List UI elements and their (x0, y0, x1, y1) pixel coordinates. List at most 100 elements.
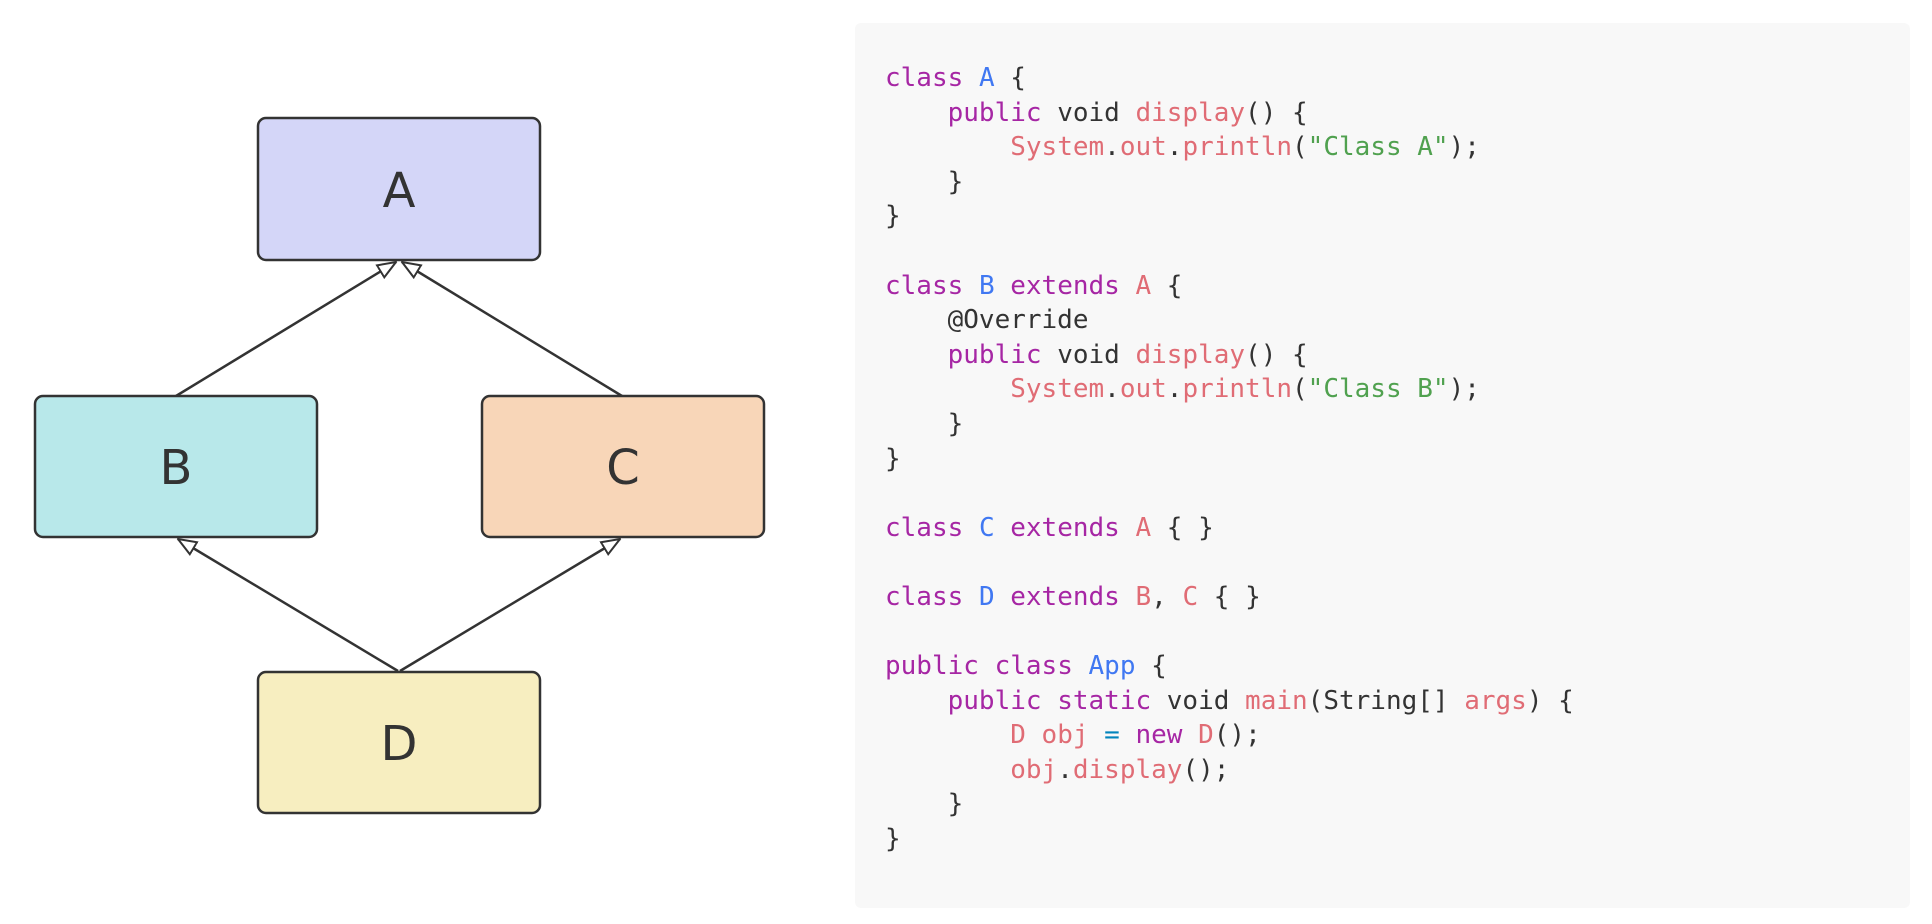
code-line: } (885, 442, 1910, 477)
code-token: (String[] (1307, 685, 1465, 716)
code-line: } (885, 822, 1910, 857)
code-token: A (978, 63, 995, 93)
code-token: "Class A" (1307, 132, 1449, 163)
class-node-a-box (256, 116, 542, 262)
code-token (1120, 582, 1136, 612)
code-token: class (994, 651, 1073, 682)
class-node-b-label: B (160, 440, 193, 496)
code-token: . (1057, 754, 1073, 785)
code-token (963, 513, 979, 543)
code-token: ) { (1526, 685, 1574, 716)
code-token: public (885, 651, 979, 682)
code-token: public (947, 339, 1042, 370)
code-token: println (1182, 132, 1293, 163)
code-line: public static void main(String[] args) { (885, 684, 1910, 719)
class-node-b: B (33, 394, 319, 539)
code-token: void (1041, 339, 1136, 370)
class-hierarchy-diagram: A B C D (33, 116, 766, 815)
code-token: { } (1151, 512, 1214, 543)
code-token: class (885, 63, 964, 93)
code-token: } (885, 201, 901, 232)
code-line: D obj = new D(); (885, 718, 1910, 753)
code-token: ( (1292, 374, 1308, 405)
code-token: "Class B" (1307, 374, 1449, 405)
code-token: . (1166, 374, 1183, 405)
code-token (1182, 720, 1198, 750)
class-node-c-box (480, 394, 766, 539)
class-node-a-label: A (383, 163, 416, 219)
code-token (1120, 513, 1136, 543)
code-token: } (885, 166, 964, 197)
class-node-d: D (256, 670, 542, 815)
code-token (1026, 720, 1042, 750)
code-token (885, 720, 1010, 750)
code-token (1073, 651, 1089, 681)
code-token: println (1182, 374, 1293, 405)
code-token (995, 513, 1011, 543)
code-token: ( (1292, 132, 1308, 163)
code-token: new (1135, 720, 1183, 751)
code-token: D (1198, 720, 1214, 751)
code-token: ); (1448, 374, 1480, 405)
code-token (1120, 720, 1136, 750)
code-token: extends (1010, 270, 1120, 301)
code-token: = (1104, 720, 1120, 751)
code-token (1042, 686, 1058, 716)
code-token (885, 374, 1010, 404)
code-token: void (1151, 685, 1246, 716)
code-token: main (1245, 685, 1308, 716)
code-token: D (978, 581, 995, 612)
code-token (1089, 720, 1105, 750)
code-token: B (978, 270, 995, 301)
code-token: B (1135, 581, 1152, 612)
code-token: . (1104, 132, 1120, 163)
code-token: { (1151, 270, 1183, 301)
code-token: public (947, 685, 1042, 716)
code-token (885, 98, 948, 128)
code-token (885, 340, 948, 370)
code-token (1120, 271, 1136, 301)
code-token: System (1010, 132, 1105, 163)
code-token: obj (1041, 720, 1089, 751)
code-token (885, 755, 1010, 785)
code-token: (); (1182, 754, 1230, 785)
code-line (885, 476, 1910, 511)
code-token: () { (1245, 339, 1308, 370)
code-line: @Override (885, 303, 1910, 338)
code-token: { (994, 63, 1026, 93)
code-token: display (1135, 97, 1246, 128)
code-line (885, 234, 1910, 269)
code-line: System.out.println("Class A"); (885, 130, 1910, 165)
code-token: ); (1448, 132, 1480, 163)
code-token (963, 582, 979, 612)
code-token: A (1135, 512, 1152, 543)
code-line: public class App { (885, 649, 1910, 684)
code-token (885, 132, 1010, 162)
code-token: class (885, 512, 964, 543)
code-token: D (1010, 720, 1026, 751)
code-line: class A { (885, 61, 1910, 96)
code-line (885, 545, 1910, 580)
class-node-c-label: C (606, 440, 640, 496)
code-token: { (1135, 651, 1167, 682)
code-line: System.out.println("Class B"); (885, 372, 1910, 407)
code-token: C (978, 512, 995, 543)
code-line: class C extends A { } (885, 511, 1910, 546)
code-token: out (1119, 374, 1167, 405)
code-token (995, 582, 1011, 612)
class-node-a: A (256, 116, 542, 262)
code-token: { } (1198, 581, 1261, 612)
code-token: @Override (885, 305, 1089, 336)
class-node-d-label: D (381, 716, 418, 772)
code-token: class (885, 581, 964, 612)
edge-d-to-b (178, 539, 399, 673)
code-token: (); (1213, 720, 1261, 751)
code-line: obj.display(); (885, 753, 1910, 788)
class-node-c: C (480, 394, 766, 539)
code-token: System (1010, 374, 1105, 405)
code-token: static (1057, 685, 1152, 716)
edge-c-to-a (402, 262, 623, 398)
code-line: } (885, 165, 1910, 200)
code-token: . (1166, 132, 1183, 163)
code-token (979, 651, 995, 681)
